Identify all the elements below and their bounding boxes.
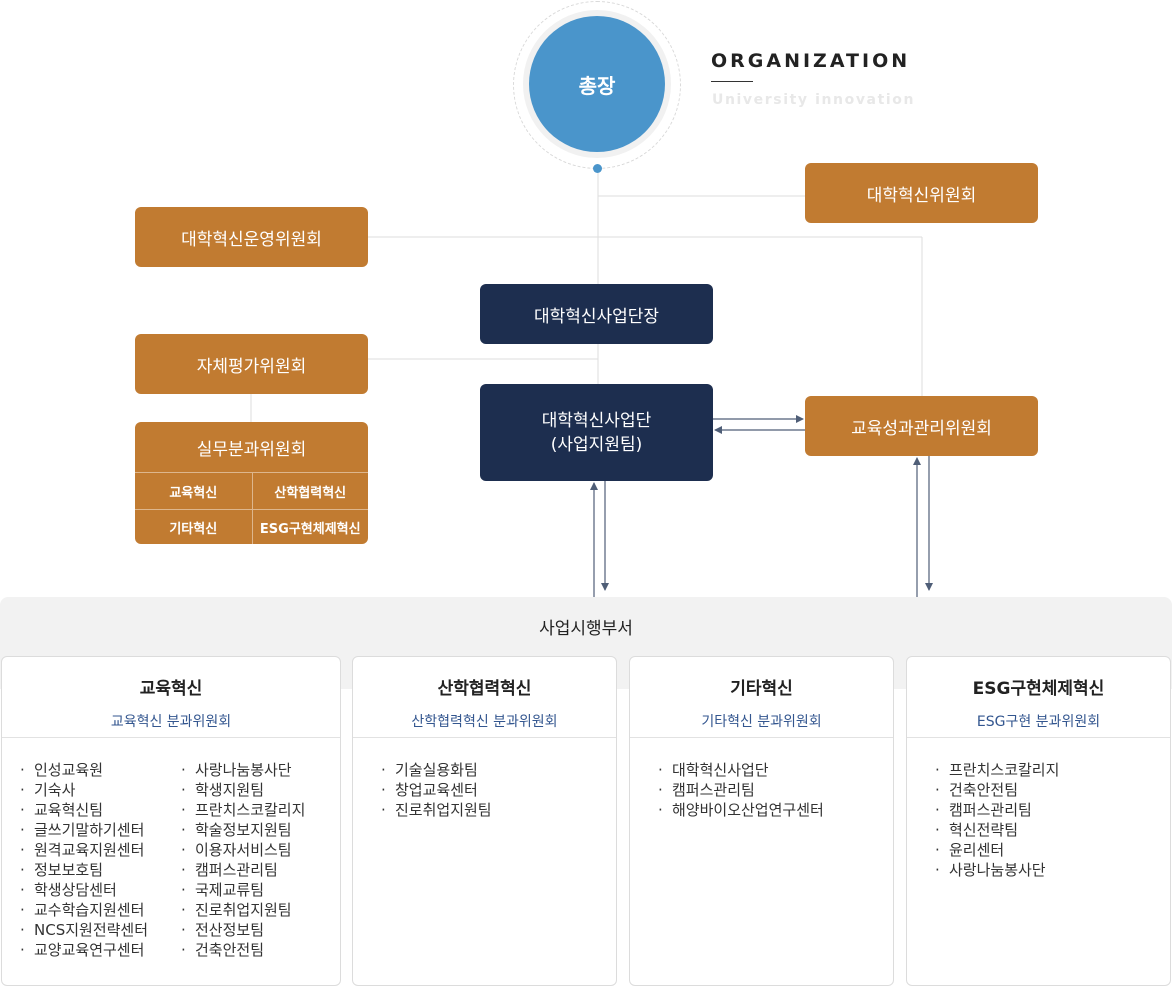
card-subtitle: 교육혁신 분과위원회 xyxy=(110,714,232,730)
org-title-rule xyxy=(711,81,753,82)
project-unit-sublabel: (사업지원팀) xyxy=(550,434,643,455)
card-body: 기술실용화팀창업교육센터진로취업지원팀 xyxy=(353,738,616,820)
innovation-committee-label: 대학혁신위원회 xyxy=(866,185,977,206)
working-committee-grid: 교육혁신 산학협력혁신 기타혁신 ESG구현체제혁신 xyxy=(135,473,368,544)
org-title: ORGANIZATION xyxy=(711,50,911,72)
list-item: 진로취업지원팀 xyxy=(381,800,492,820)
list-item: 창업교육센터 xyxy=(381,780,492,800)
list-item: 캠퍼스관리팀 xyxy=(658,780,824,800)
card-list: 사랑나눔봉사단학생지원팀프란치스코칼리지학술정보지원팀이용자서비스팀캠퍼스관리팀… xyxy=(181,760,305,960)
project-unit-label: 대학혁신사업단 xyxy=(541,410,652,431)
project-unit-box[interactable]: 대학혁신사업단 (사업지원팀) xyxy=(480,384,713,481)
list-item: 학생지원팀 xyxy=(181,780,305,800)
card-body: 프란치스코칼리지건축안전팀캠퍼스관리팀혁신전략팀윤리센터사랑나눔봉사단 xyxy=(907,738,1170,880)
list-item: 교양교육연구센터 xyxy=(20,940,181,960)
outcome-committee-label: 교육성과관리위원회 xyxy=(851,418,992,439)
card-title: ESG구현체제혁신 xyxy=(972,679,1105,699)
card-header: 산학협력혁신 산학협력혁신 분과위원회 xyxy=(353,657,616,738)
card-list: 프란치스코칼리지건축안전팀캠퍼스관리팀혁신전략팀윤리센터사랑나눔봉사단 xyxy=(935,760,1059,880)
card-education: 교육혁신 교육혁신 분과위원회 인성교육원기숙사교육혁신팀글쓰기말하기센터원격교… xyxy=(1,656,341,986)
list-item: 기숙사 xyxy=(20,780,181,800)
project-head-label: 대학혁신사업단장 xyxy=(533,306,660,327)
outcome-committee-box[interactable]: 교육성과관리위원회 xyxy=(805,396,1038,456)
list-item: 글쓰기말하기센터 xyxy=(20,820,181,840)
list-item: 윤리센터 xyxy=(935,840,1059,860)
card-header: ESG구현체제혁신 ESG구현 분과위원회 xyxy=(907,657,1170,738)
execution-section-title: 사업시행부서 xyxy=(539,619,633,639)
card-esg: ESG구현체제혁신 ESG구현 분과위원회 프란치스코칼리지건축안전팀캠퍼스관리… xyxy=(906,656,1171,986)
card-title: 교육혁신 xyxy=(139,679,203,699)
self-evaluation-committee-box[interactable]: 자체평가위원회 xyxy=(135,334,368,394)
list-item: 사랑나눔봉사단 xyxy=(181,760,305,780)
innovation-committee-box[interactable]: 대학혁신위원회 xyxy=(805,163,1038,223)
list-item: 이용자서비스팀 xyxy=(181,840,305,860)
card-subtitle: 산학협력혁신 분과위원회 xyxy=(411,714,558,730)
operation-committee-label: 대학혁신운영위원회 xyxy=(181,229,322,250)
list-item: NCS지원전략센터 xyxy=(20,920,181,940)
card-body: 인성교육원기숙사교육혁신팀글쓰기말하기센터원격교육지원센터정보보호팀학생상담센터… xyxy=(2,738,340,960)
card-other: 기타혁신 기타혁신 분과위원회 대학혁신사업단캠퍼스관리팀해양바이오산업연구센터 xyxy=(629,656,894,986)
card-list: 인성교육원기숙사교육혁신팀글쓰기말하기센터원격교육지원센터정보보호팀학생상담센터… xyxy=(20,760,181,960)
president-connector-dot xyxy=(593,164,602,173)
card-subtitle: ESG구현 분과위원회 xyxy=(976,714,1101,730)
list-item: 해양바이오산업연구센터 xyxy=(658,800,824,820)
list-item: 건축안전팀 xyxy=(181,940,305,960)
card-title: 기타혁신 xyxy=(730,679,793,699)
card-header: 기타혁신 기타혁신 분과위원회 xyxy=(630,657,893,738)
president-label: 총장 xyxy=(578,73,616,98)
working-cell-other[interactable]: 기타혁신 xyxy=(135,509,252,544)
working-committee-box[interactable]: 실무분과위원회 교육혁신 산학협력혁신 기타혁신 ESG구현체제혁신 xyxy=(135,422,368,544)
list-item: 캠퍼스관리팀 xyxy=(935,800,1059,820)
list-item: 원격교육지원센터 xyxy=(20,840,181,860)
list-item: 프란치스코칼리지 xyxy=(181,800,305,820)
self-evaluation-committee-label: 자체평가위원회 xyxy=(196,356,307,377)
card-subtitle: 기타혁신 분과위원회 xyxy=(701,714,822,730)
working-cell-education[interactable]: 교육혁신 xyxy=(169,485,218,501)
list-item: 학생상담센터 xyxy=(20,880,181,900)
list-item: 건축안전팀 xyxy=(935,780,1059,800)
card-title: 산학협력혁신 xyxy=(437,679,532,699)
working-committee-title: 실무분과위원회 xyxy=(135,422,368,473)
president-node[interactable]: 총장 xyxy=(529,16,665,152)
project-head-box[interactable]: 대학혁신사업단장 xyxy=(480,284,713,344)
list-item: 교수학습지원센터 xyxy=(20,900,181,920)
card-list: 기술실용화팀창업교육센터진로취업지원팀 xyxy=(381,760,492,820)
org-subtitle: University innovation xyxy=(712,92,916,108)
list-item: 기술실용화팀 xyxy=(381,760,492,780)
working-cell-esg[interactable]: ESG구현체제혁신 xyxy=(251,509,368,544)
operation-committee-box[interactable]: 대학혁신운영위원회 xyxy=(135,207,368,267)
list-item: 사랑나눔봉사단 xyxy=(935,860,1059,880)
card-list: 대학혁신사업단캠퍼스관리팀해양바이오산업연구센터 xyxy=(658,760,824,820)
card-industry: 산학협력혁신 산학협력혁신 분과위원회 기술실용화팀창업교육센터진로취업지원팀 xyxy=(352,656,617,986)
list-item: 프란치스코칼리지 xyxy=(935,760,1059,780)
list-item: 교육혁신팀 xyxy=(20,800,181,820)
list-item: 대학혁신사업단 xyxy=(658,760,824,780)
card-body: 대학혁신사업단캠퍼스관리팀해양바이오산업연구센터 xyxy=(630,738,893,820)
list-item: 인성교육원 xyxy=(20,760,181,780)
list-item: 혁신전략팀 xyxy=(935,820,1059,840)
list-item: 국제교류팀 xyxy=(181,880,305,900)
list-item: 전산정보팀 xyxy=(181,920,305,940)
working-cell-industry[interactable]: 산학협력혁신 xyxy=(251,473,369,509)
card-header: 교육혁신 교육혁신 분과위원회 xyxy=(2,657,340,738)
list-item: 진로취업지원팀 xyxy=(181,900,305,920)
list-item: 캠퍼스관리팀 xyxy=(181,860,305,880)
list-item: 학술정보지원팀 xyxy=(181,820,305,840)
list-item: 정보보호팀 xyxy=(20,860,181,880)
